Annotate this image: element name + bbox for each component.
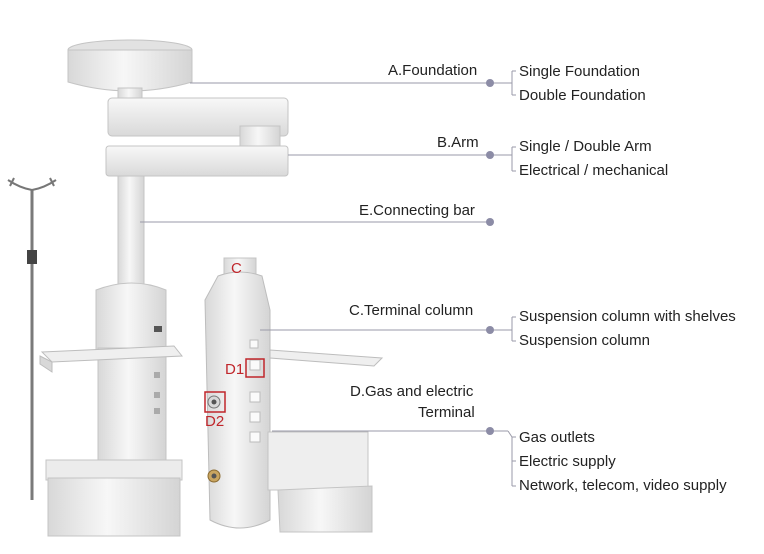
terminal-column-option: Suspension column with shelves (519, 308, 736, 325)
marker-boxes (204, 358, 265, 413)
arm-option: Single / Double Arm (519, 138, 652, 155)
gas-electric-title-line2: Terminal (418, 404, 475, 421)
marker-d2: D2 (205, 413, 225, 430)
gas-electric-dot (486, 427, 494, 435)
foundation-dot (486, 79, 494, 87)
leader-lines (140, 70, 516, 487)
connecting-bar-illustration (117, 175, 145, 285)
connecting-bar-title: E.Connecting bar (359, 202, 475, 219)
gas-electric-option: Electric supply (519, 453, 616, 470)
right-column-illustration (204, 257, 384, 533)
arm-option: Electrical / mechanical (519, 162, 669, 179)
gas-electric-option: Gas outlets (519, 429, 595, 446)
foundation-title: A.Foundation (388, 62, 478, 79)
gas-electric-option: Network, telecom, video supply (519, 477, 727, 494)
marker-d1: D1 (225, 361, 245, 378)
terminal-column-title: C.Terminal column (349, 302, 474, 319)
arm-illustration (105, 97, 289, 177)
marker-c: C (231, 260, 242, 277)
leader-dots (486, 79, 494, 435)
terminal-column-option: Suspension column (519, 332, 650, 349)
foundation-option: Double Foundation (519, 87, 646, 104)
foundation-option: Single Foundation (519, 63, 640, 80)
connecting-bar-dot (486, 218, 494, 226)
foundation-illustration (67, 39, 193, 105)
d2-marker-box (204, 391, 226, 413)
d1-marker-box (245, 358, 265, 378)
arm-dot (486, 151, 494, 159)
gas-electric-title-line1: D.Gas and electric (350, 383, 474, 400)
left-column-illustration (39, 282, 184, 537)
iv-pole (7, 177, 57, 500)
arm-title: B.Arm (437, 134, 479, 151)
terminal-column-dot (486, 326, 494, 334)
